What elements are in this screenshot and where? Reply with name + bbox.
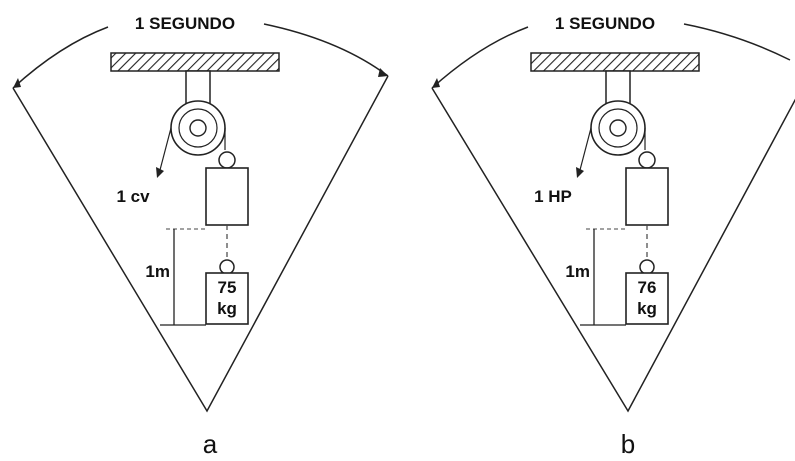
mass-unit: kg <box>637 299 657 318</box>
ceiling-beam <box>110 52 280 72</box>
weight-upper <box>625 167 669 226</box>
time-label: 1 SEGUNDO <box>135 14 235 33</box>
weight-hook-upper <box>218 151 236 169</box>
weight-hook-lower <box>639 259 655 275</box>
height-label: 1m <box>565 262 590 281</box>
panel-caption: b <box>621 429 635 459</box>
sector-outline <box>431 87 795 413</box>
time-label: 1 SEGUNDO <box>555 14 655 33</box>
sector-arc <box>12 23 389 89</box>
weight-hook-lower <box>219 259 235 275</box>
rope-left <box>579 127 592 171</box>
mass-unit: kg <box>217 299 237 318</box>
power-label: 1 HP <box>534 187 572 206</box>
weight-upper <box>205 167 249 226</box>
arc-arrow-left <box>13 78 21 88</box>
panel-b: 1 SEGUNDO 76 kg 1m 1 HP b <box>431 14 795 459</box>
weight-hook-upper <box>638 151 656 169</box>
pulley-rim <box>598 108 638 148</box>
sector-outline <box>12 75 389 413</box>
pulley-rim <box>178 108 218 148</box>
panel-caption: a <box>203 429 218 459</box>
height-label: 1m <box>145 262 170 281</box>
sector-arc <box>431 23 791 89</box>
rope-arrow <box>576 167 584 178</box>
ceiling-beam <box>530 52 700 72</box>
arc-arrow-left <box>432 78 440 88</box>
pulley-axle <box>609 119 627 137</box>
power-label: 1 cv <box>116 187 150 206</box>
weight-lower <box>625 272 669 325</box>
rope-left <box>159 127 172 171</box>
mass-value: 75 <box>218 278 237 297</box>
pulley-axle <box>189 119 207 137</box>
arc-arrow-right <box>378 68 388 77</box>
mass-value: 76 <box>638 278 657 297</box>
rope-arrow <box>156 167 164 178</box>
weight-lower <box>205 272 249 325</box>
panel-a: 1 SEGUNDO 75 kg 1m 1 cv a <box>12 14 389 459</box>
